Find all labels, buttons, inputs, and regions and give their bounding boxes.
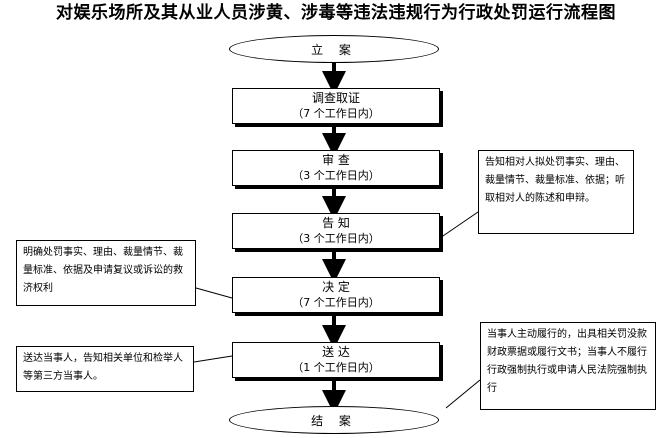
step-duration: （3 个工作日内）	[292, 232, 380, 245]
callout-decision-left	[195, 287, 233, 299]
end-label: 结 案	[311, 413, 357, 428]
step-review: 审 查 （3 个工作日内）	[232, 150, 440, 186]
end-node: 结 案	[229, 406, 439, 434]
step-decide: 决 定 （7 个工作日内）	[232, 277, 440, 313]
step-duration: （3 个工作日内）	[292, 169, 380, 182]
note-notify-content: 告知相对人拟处罚事实、理由、裁量情节、裁量标准、依据；听取相对人的陈述和申辩。	[478, 150, 634, 234]
flowchart-title: 对娱乐场所及其从业人员涉黄、涉毒等违法违规行为行政处罚运行流程图	[56, 3, 616, 23]
step-duration: （7 个工作日内）	[292, 296, 380, 309]
step-name: 调查取证	[311, 91, 360, 105]
step-name: 审 查	[322, 153, 350, 167]
step-duration: （1 个工作日内）	[292, 361, 380, 374]
note-delivery: 送达当事人，告知相关单位和检举人等第三方当事人。	[16, 346, 194, 392]
callout-close-right	[445, 379, 481, 409]
step-deliver: 送 达 （1 个工作日内）	[232, 342, 440, 378]
callout-deliver-left	[193, 355, 233, 363]
step-name: 告 知	[322, 216, 350, 230]
note-execution: 当事人主动履行的，出具相关罚没款财政票据或履行文书；当事人不履行行政强制执行或申…	[480, 322, 656, 410]
step-notify: 告 知 （3 个工作日内）	[232, 213, 440, 249]
step-name: 决 定	[322, 280, 350, 294]
callout-notify-right	[439, 211, 479, 239]
start-label: 立 案	[311, 42, 357, 57]
step-duration: （7 个工作日内）	[292, 107, 380, 120]
start-node: 立 案	[229, 35, 439, 63]
step-name: 送 达	[322, 345, 350, 359]
note-decision-rights: 明确处罚事实、理由、裁量情节、裁量标准、依据及申请复议或诉讼的救济权利	[16, 240, 196, 306]
step-investigate: 调查取证 （7 个工作日内）	[232, 88, 440, 124]
